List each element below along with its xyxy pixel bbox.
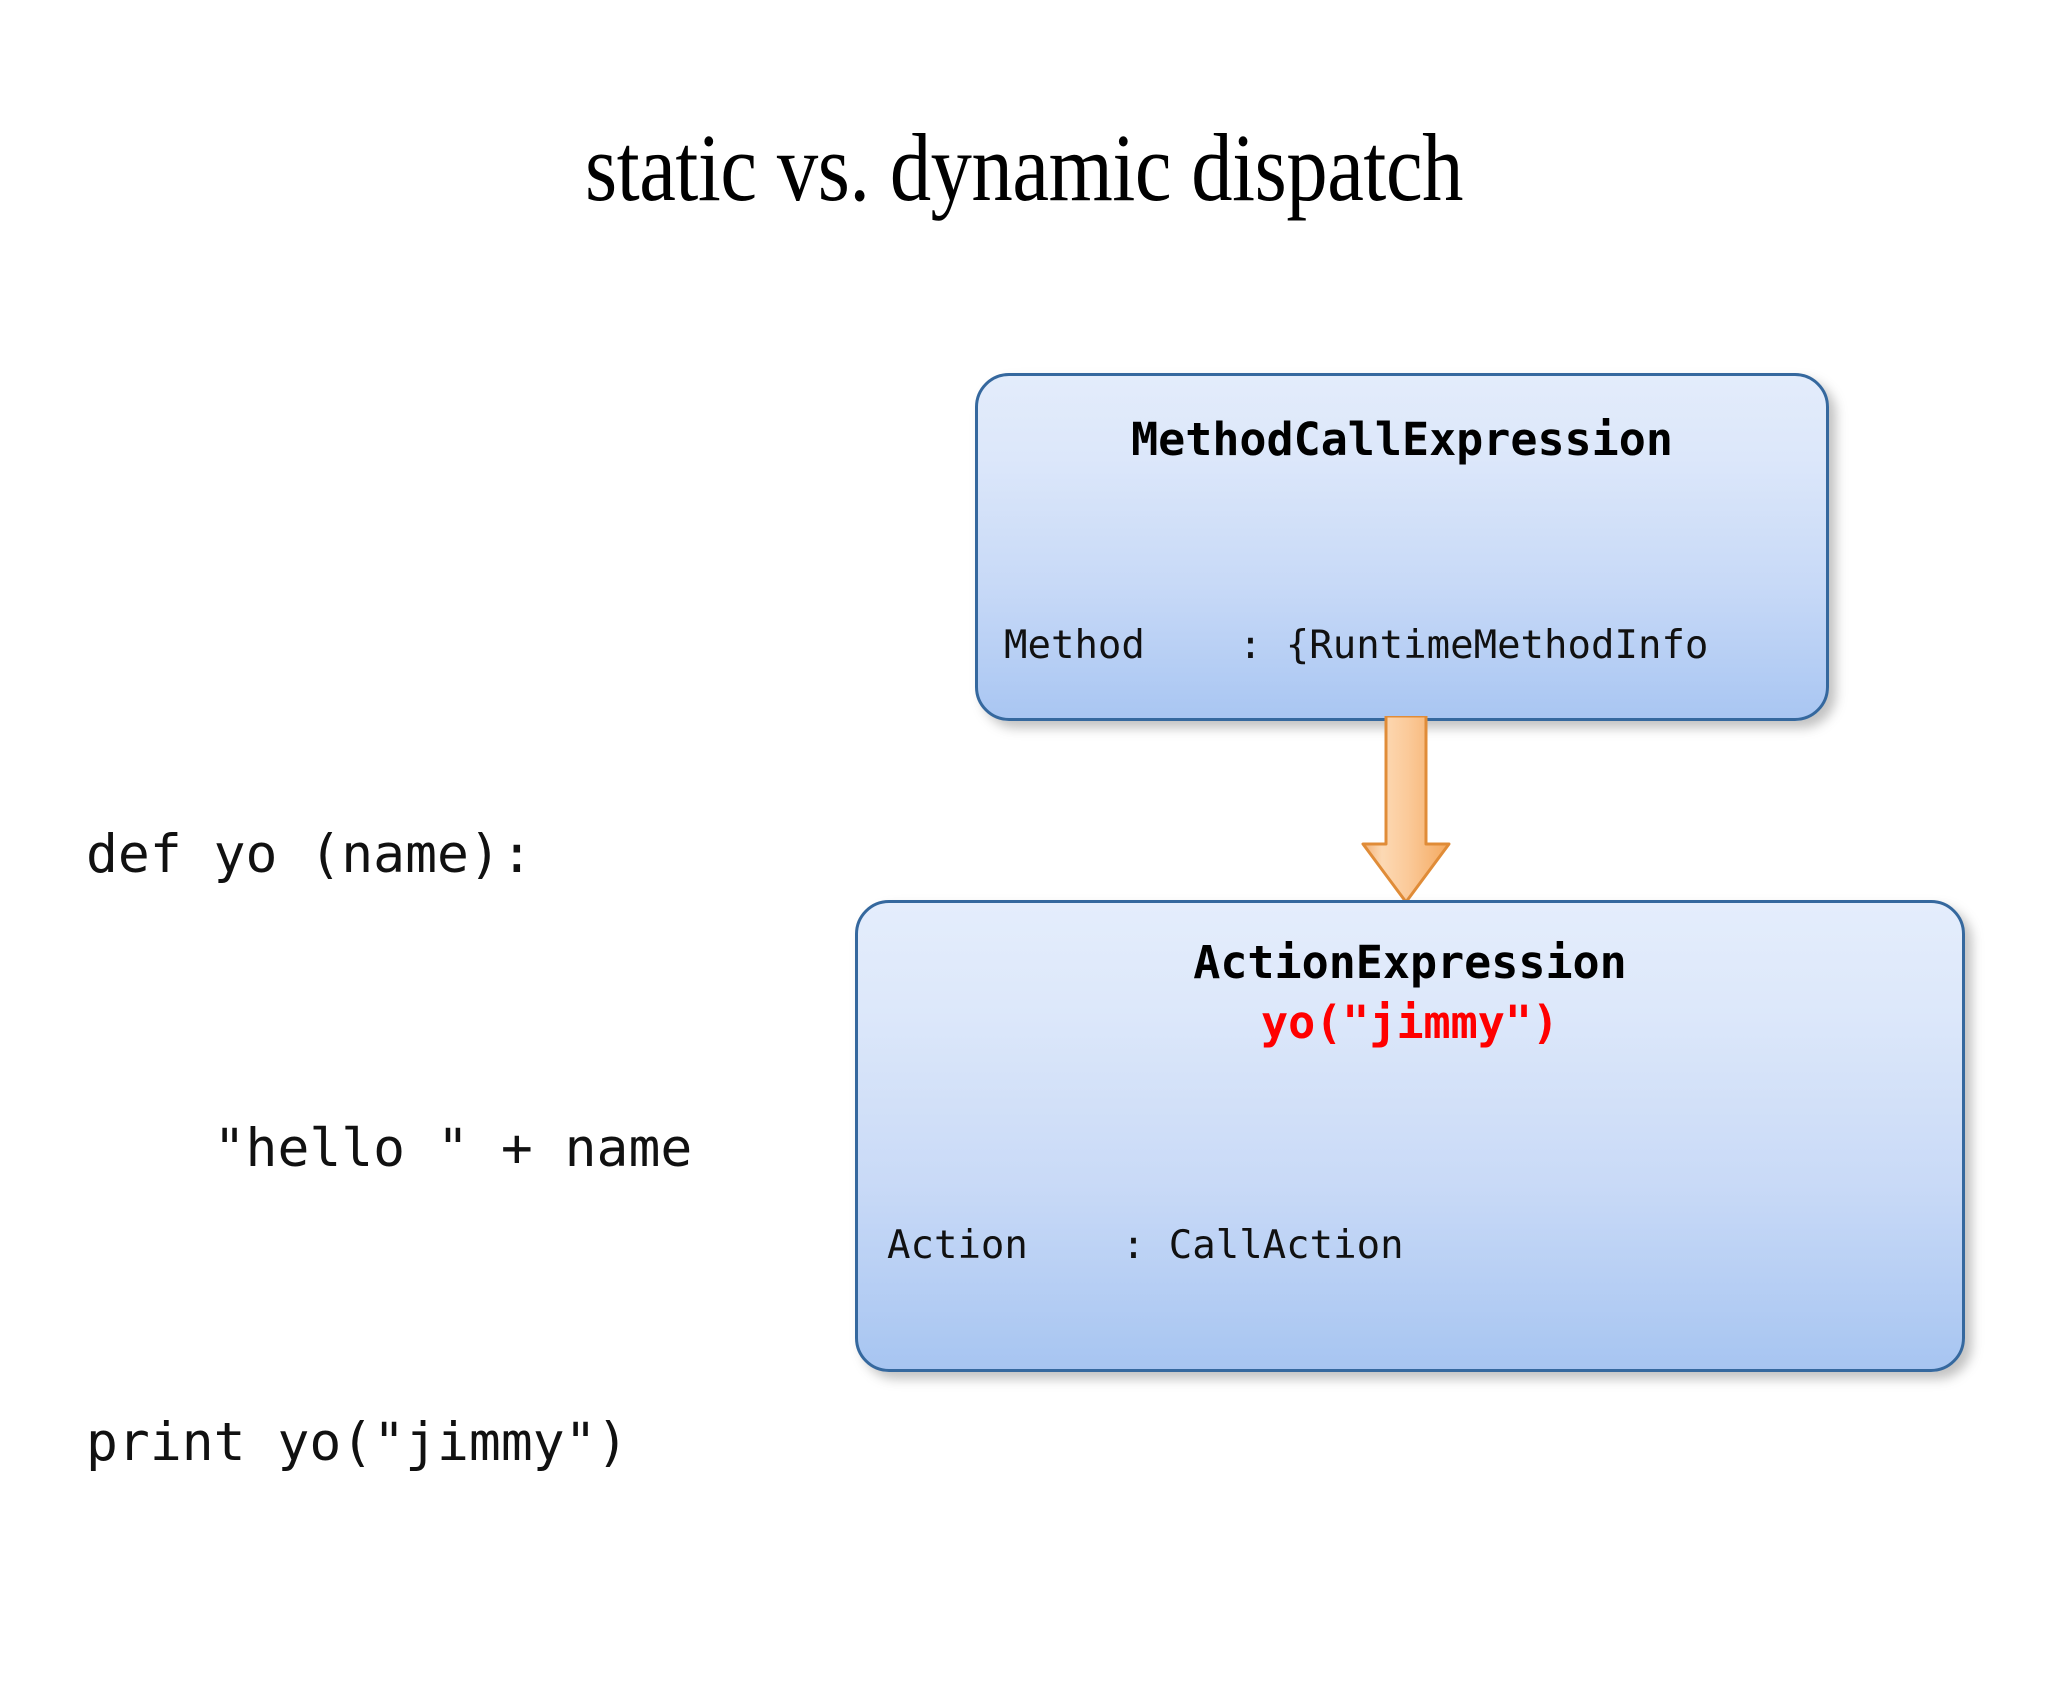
node-action-expression-body: Action : CallAction Arguments : [0] {Bou… xyxy=(887,1121,1965,1372)
node-method-call-expression-title: MethodCallExpression xyxy=(1131,413,1673,466)
node-action-body-line-1: Action : CallAction xyxy=(887,1223,1404,1268)
code-line-1: def yo (name): xyxy=(86,824,533,885)
code-line-2: "hello " + name xyxy=(86,1118,693,1179)
node-method-call-expression-inner: MethodCallExpression Method : {RuntimeMe… xyxy=(978,376,1826,718)
node-action-expression-inner: ActionExpression yo("jimmy") Action : Ca… xyxy=(858,903,1962,1369)
flow-arrow-down-icon xyxy=(1352,714,1460,906)
code-line-3: print yo("jimmy") xyxy=(86,1412,629,1473)
page-title: static vs. dynamic dispatch xyxy=(584,114,1464,221)
node-method-call-body-line-1: Method : {RuntimeMethodInfo xyxy=(1004,623,1709,668)
node-action-expression: ActionExpression yo("jimmy") Action : Ca… xyxy=(855,900,1965,1372)
node-method-call-expression: MethodCallExpression Method : {RuntimeMe… xyxy=(975,373,1829,721)
node-action-body-line-2: Arguments : [0] {BoundExpression xyxy=(887,1371,1965,1372)
code-sample: def yo (name): "hello " + name print yo(… xyxy=(86,610,692,1688)
node-action-expression-subtitle: yo("jimmy") xyxy=(1260,996,1559,1049)
node-method-call-expression-body: Method : {RuntimeMethodInfo {Name: "Prin… xyxy=(1004,521,1755,718)
node-action-expression-title: ActionExpression xyxy=(1193,936,1627,989)
slide-canvas: static vs. dynamic dispatch def yo (name… xyxy=(86,114,1965,1473)
